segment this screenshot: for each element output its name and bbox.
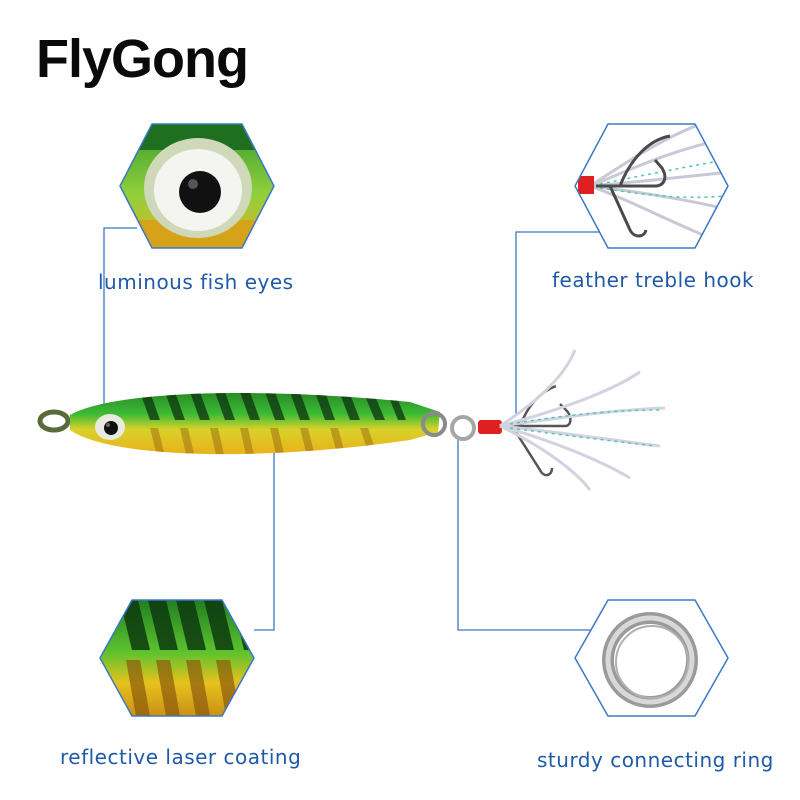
- hexagon-ring-closeup: [575, 600, 728, 716]
- hexagon-hook-frame: [574, 123, 729, 249]
- hexagon-coating-frame: [99, 599, 255, 717]
- leader-lines: [103, 227, 610, 631]
- lure-body: [37, 393, 502, 455]
- feather-tail: [499, 349, 666, 491]
- caption-luminous-fish-eyes: luminous fish eyes: [98, 270, 294, 294]
- hexagon-eye-frame: [119, 123, 275, 249]
- caption-sturdy-connecting-ring: sturdy connecting ring: [537, 748, 774, 772]
- hexagon-coating-closeup: [100, 600, 254, 716]
- leader-line-ring: [457, 438, 608, 631]
- hexagon-eye-closeup: [120, 124, 274, 248]
- caption-feather-treble-hook: feather treble hook: [552, 268, 755, 292]
- leader-line-hook: [515, 231, 610, 414]
- leader-line-eyes: [103, 227, 137, 410]
- brand-logo: FlyGong: [36, 29, 249, 89]
- leader-line-coating: [254, 452, 275, 631]
- caption-reflective-laser-coating: reflective laser coating: [60, 745, 302, 769]
- hexagon-ring-frame: [574, 599, 729, 717]
